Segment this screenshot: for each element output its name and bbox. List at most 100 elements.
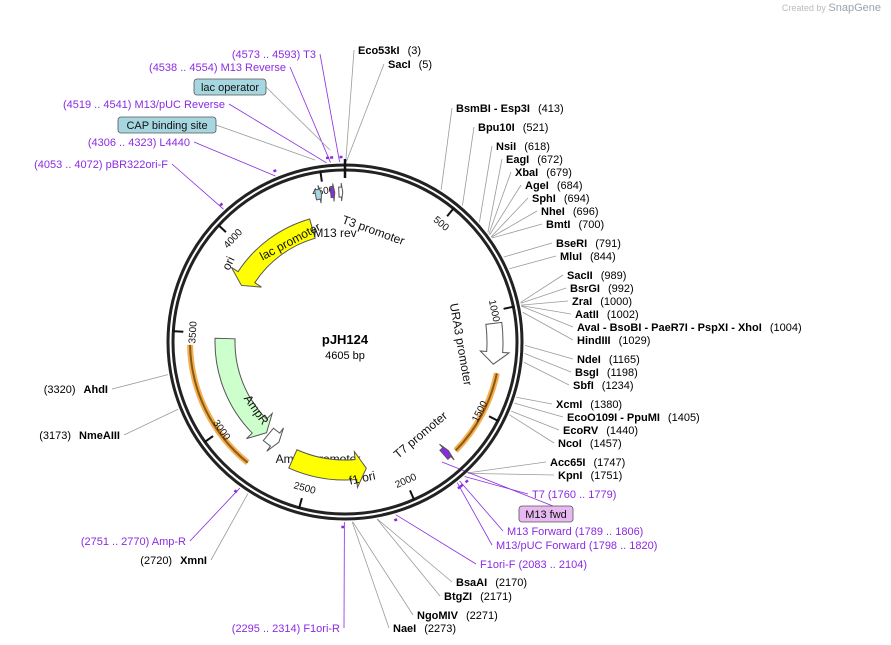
enzyme-site[interactable]: MluI(844) (560, 251, 616, 263)
enzyme-name: EagI (506, 154, 529, 166)
primer-binding-mark (219, 202, 224, 207)
enzyme-site[interactable]: AatII (1002) (575, 309, 639, 321)
enzyme-name: NaeI (393, 623, 416, 635)
leader-line (468, 472, 555, 476)
enzyme-site[interactable]: EagI(672) (506, 154, 563, 166)
enzyme-site[interactable]: BmtI(700) (546, 219, 604, 231)
enzyme-name: NsiI (496, 141, 516, 153)
enzyme-name: BmtI (546, 219, 570, 231)
enzyme-site[interactable]: NdeI(1165) (577, 354, 640, 366)
feature-lac-promoter[interactable] (313, 185, 323, 204)
primer-label[interactable]: (2751 .. 2770) Amp-R (81, 536, 186, 548)
enzyme-site[interactable]: XcmI(1380) (556, 399, 622, 411)
ruler-label: 2000 (394, 472, 419, 491)
ruler-tick (503, 305, 515, 310)
enzyme-site[interactable]: (2720)XmnI (140, 555, 207, 567)
enzyme-site[interactable]: ZraI(1000) (572, 296, 632, 308)
feature-label: URA3 promoter (447, 302, 475, 387)
enzyme-site[interactable]: SacI(5) (388, 59, 432, 71)
primer-label[interactable]: M13 Forward (1789 .. 1806) (507, 526, 643, 538)
enzyme-site[interactable]: SbfI(1234) (573, 380, 634, 392)
primer-label[interactable]: F1ori-F (2083 .. 2104) (480, 559, 587, 571)
plasmid-name: pJH124 (322, 332, 369, 347)
enzyme-site[interactable]: Bpu10I(521) (478, 122, 548, 134)
enzyme-name: XcmI (556, 399, 582, 411)
leader-line (193, 141, 276, 177)
leader-line (265, 86, 331, 151)
enzyme-site[interactable]: BsrGI(992) (570, 283, 634, 295)
feature-t7-promoter[interactable] (439, 443, 455, 461)
enzyme-site[interactable]: AgeI(684) (525, 180, 583, 192)
enzyme-site[interactable]: BseRI(791) (556, 238, 621, 250)
primer-label[interactable]: T7 (1760 .. 1779) (532, 489, 616, 501)
enzyme-site[interactable]: SacII(989) (567, 270, 626, 282)
enzyme-name: EcoRV (563, 425, 599, 437)
enzyme-site[interactable]: NcoI(1457) (558, 438, 622, 450)
ruler-label: 2500 (292, 480, 317, 497)
enzyme-site[interactable]: BsgI(1198) (575, 367, 638, 379)
enzyme-site[interactable]: EcoRV(1440) (563, 425, 638, 437)
leader-line (521, 305, 572, 315)
enzyme-name: SacI (388, 59, 411, 71)
enzyme-site[interactable]: NheI(696) (541, 206, 599, 218)
primer-label[interactable]: (4306 .. 4323) L4440 (88, 137, 190, 149)
boxed-feature-label[interactable]: lac operator (201, 82, 259, 94)
enzyme-site[interactable]: AvaI - BsoBI - PaeR7I - PspXI - XhoI(100… (577, 322, 802, 334)
enzyme-site[interactable]: (3173)NmeAIII (39, 430, 120, 442)
feature-ura3-promoter[interactable] (479, 321, 511, 365)
enzyme-site[interactable]: NaeI(2273) (393, 623, 456, 635)
enzyme-site[interactable]: Eco53kI(3) (358, 45, 421, 57)
ruler-tick (446, 207, 455, 217)
enzyme-position: (684) (557, 180, 583, 192)
enzyme-name: AatII (575, 309, 599, 321)
enzyme-site[interactable]: XbaI(679) (515, 167, 572, 179)
leader-line (189, 487, 241, 542)
enzyme-site[interactable]: Acc65I(1747) (550, 457, 625, 469)
enzyme-name: BseRI (556, 238, 587, 250)
boxed-feature-label[interactable]: CAP binding site (126, 120, 207, 132)
enzyme-position: (844) (590, 251, 616, 263)
feature-ampr[interactable] (214, 337, 274, 440)
enzyme-site[interactable]: SphI(694) (532, 193, 590, 205)
enzyme-name: SbfI (573, 380, 594, 392)
primer-binding-mark (233, 489, 238, 494)
leader-line (171, 163, 224, 210)
leader-line (377, 518, 453, 583)
enzyme-site[interactable]: KpnI(1751) (558, 470, 622, 482)
leader-line (456, 482, 493, 546)
enzyme-position: (1165) (609, 354, 640, 366)
enzyme-site[interactable]: EcoO109I - PpuMI(1405) (567, 412, 700, 424)
enzyme-position: (1751) (590, 470, 622, 482)
primer-label[interactable]: M13/pUC Forward (1798 .. 1820) (496, 540, 657, 552)
enzyme-name: Acc65I (550, 457, 585, 469)
leader-line (509, 255, 557, 270)
feature-ampr-promoter[interactable] (262, 427, 284, 452)
enzyme-site[interactable]: HindIII(1029) (577, 335, 650, 347)
feature-m13-rev[interactable] (329, 183, 336, 202)
primer-label[interactable]: (4538 .. 4554) M13 Reverse (149, 62, 286, 74)
enzyme-site[interactable]: BsaAI(2170) (456, 577, 527, 589)
primer-label[interactable]: (4053 .. 4072) pBR322ori-F (34, 159, 168, 171)
primer-binding-mark (272, 169, 277, 173)
boxed-feature-label[interactable]: M13 fwd (525, 509, 567, 521)
feature-ori[interactable] (230, 218, 316, 288)
leader-line (522, 311, 574, 341)
feature-t3-promoter[interactable] (338, 182, 344, 202)
ruler-tick (172, 330, 184, 333)
primer-binding-mark (459, 483, 464, 488)
enzyme-site[interactable]: NsiI(618) (496, 141, 550, 153)
enzyme-site[interactable]: NgoMIV(2271) (417, 610, 498, 622)
enzyme-site[interactable]: BsmBI - Esp3I(413) (456, 103, 564, 115)
leader-line (490, 197, 529, 238)
primer-label[interactable]: (4573 .. 4593) T3 (232, 49, 316, 61)
leader-line (491, 223, 543, 239)
leader-line (491, 210, 538, 238)
enzyme-name: NgoMIV (417, 610, 459, 622)
enzyme-position: (2171) (480, 591, 512, 603)
feature-f1-ori[interactable] (288, 449, 367, 490)
enzyme-site[interactable]: (3320)AhdI (44, 384, 108, 396)
primer-label[interactable]: (4519 .. 4541) M13/pUC Reverse (63, 99, 225, 111)
primer-label[interactable]: (2295 .. 2314) F1ori-R (232, 623, 340, 635)
enzyme-site[interactable]: BtgZI(2171) (444, 591, 512, 603)
enzyme-position: (1002) (607, 309, 639, 321)
